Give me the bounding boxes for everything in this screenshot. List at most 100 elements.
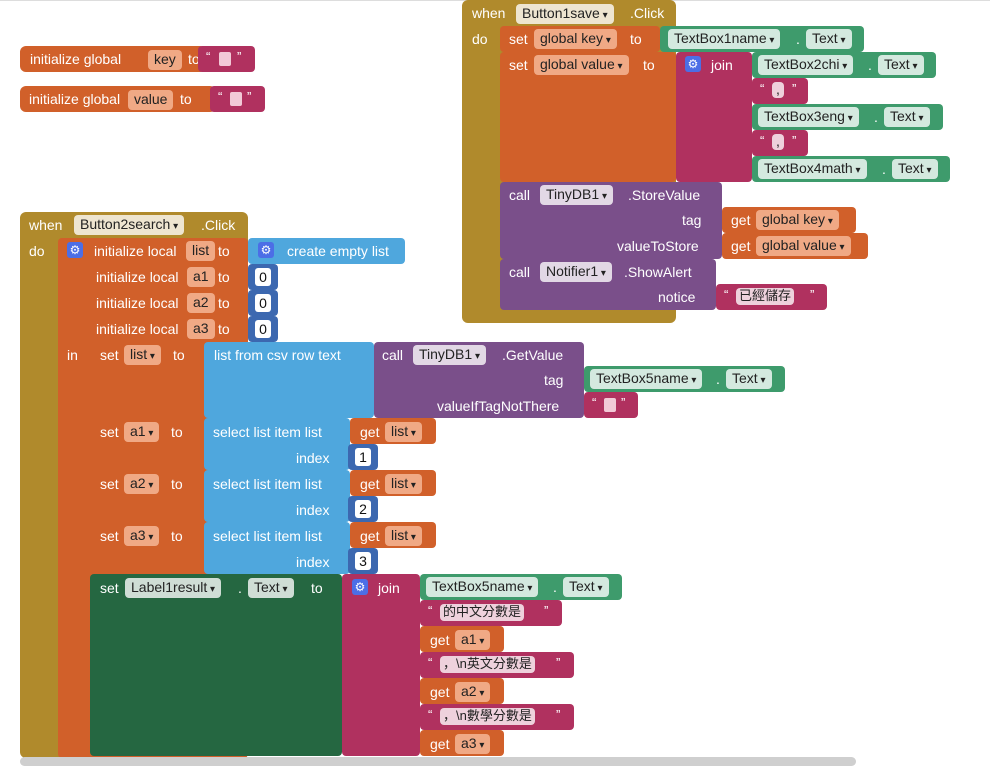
string-value[interactable]: 已經儲存 [736, 288, 795, 305]
create-empty-list-block[interactable] [248, 238, 405, 264]
horizontal-scrollbar[interactable] [20, 757, 856, 766]
component-dropdown[interactable]: Notifier1 [540, 262, 612, 282]
component-dropdown[interactable]: TextBox5name [590, 369, 703, 389]
gear-icon[interactable]: ⚙ [352, 579, 368, 595]
var-dropdown[interactable]: global value [534, 55, 629, 75]
empty-text-field[interactable] [219, 52, 231, 66]
property-dropdown[interactable]: Text [563, 577, 609, 597]
set-label: set [509, 31, 528, 47]
call-label: call [382, 347, 404, 363]
to-label: to [630, 31, 642, 47]
get-label: get [731, 212, 751, 228]
component-dropdown[interactable]: TextBox3eng [758, 107, 859, 127]
quote-open: “ [428, 603, 433, 618]
quote-open: “ [206, 49, 211, 64]
init-global-value-block[interactable]: initialize global value to [20, 86, 216, 112]
empty-text-field[interactable] [604, 398, 616, 412]
local-name-a3[interactable]: a3 [187, 319, 215, 339]
property-dropdown[interactable]: Text [726, 369, 772, 389]
component-dropdown[interactable]: TextBox4math [758, 159, 867, 179]
number-value[interactable]: 1 [355, 448, 371, 466]
component-dropdown[interactable]: Label1result [125, 578, 222, 598]
component-dropdown[interactable]: Button2search [74, 215, 185, 235]
component-dropdown[interactable]: TinyDB1 [540, 185, 613, 205]
local-name-a2[interactable]: a2 [187, 293, 215, 313]
var-name-value[interactable]: value [128, 90, 174, 110]
init-local-label: initialize local [94, 243, 177, 259]
join-block[interactable] [676, 52, 752, 182]
init-local-label: initialize local [96, 321, 179, 337]
string-value[interactable]: 的中文分數是 [440, 604, 525, 621]
select-list-item-block[interactable] [204, 522, 350, 574]
empty-string-block[interactable]: “ ” [210, 86, 265, 112]
var-dropdown[interactable]: list [385, 474, 422, 494]
property-dropdown[interactable]: Text [248, 578, 294, 598]
property-dropdown[interactable]: Text [806, 29, 852, 49]
component-dropdown[interactable]: TextBox1name [668, 29, 781, 49]
dot-label: . [868, 57, 872, 73]
notice-label: notice [658, 289, 696, 305]
component-dropdown[interactable]: TinyDB1 [413, 345, 486, 365]
empty-string-block[interactable]: “ ” [198, 46, 255, 72]
get-label: get [360, 476, 380, 492]
number-value[interactable]: 3 [355, 552, 371, 570]
var-dropdown[interactable]: a1 [455, 630, 491, 650]
event-name-label: .Click [201, 217, 236, 233]
var-dropdown[interactable]: list [385, 422, 422, 442]
var-dropdown[interactable]: a2 [455, 682, 491, 702]
get-label: get [731, 238, 751, 254]
var-dropdown[interactable]: global key [756, 210, 839, 230]
quote-close: ” [247, 89, 252, 104]
var-dropdown[interactable]: a1 [124, 422, 160, 442]
dot-label: . [553, 579, 557, 595]
gear-icon[interactable]: ⚙ [67, 242, 83, 258]
to-label: to [171, 476, 183, 492]
var-name-key[interactable]: key [148, 50, 182, 70]
string-value[interactable]: ，\n數學分數是 [440, 708, 535, 725]
create-empty-list-label: create empty list [287, 243, 389, 259]
component-dropdown[interactable]: TextBox5name [426, 577, 539, 597]
var-dropdown[interactable]: list [124, 345, 161, 365]
select-list-item-block[interactable] [204, 418, 350, 470]
var-dropdown[interactable]: global key [534, 29, 617, 49]
var-dropdown[interactable]: a3 [455, 734, 491, 754]
property-dropdown[interactable]: Text [878, 55, 924, 75]
number-value[interactable]: 0 [255, 268, 271, 286]
var-dropdown[interactable]: list [385, 526, 422, 546]
dot-label: . [796, 31, 800, 47]
string-value[interactable]: , [772, 134, 784, 150]
set-label: set [100, 347, 119, 363]
local-name-a1[interactable]: a1 [187, 267, 215, 287]
string-value[interactable]: ，\n英文分數是 [440, 656, 535, 673]
number-value[interactable]: 0 [255, 320, 271, 338]
var-dropdown[interactable]: global value [756, 236, 851, 256]
property-dropdown[interactable]: Text [884, 107, 930, 127]
gear-icon[interactable]: ⚙ [685, 56, 701, 72]
get-label: get [430, 632, 450, 648]
dot-label: . [882, 161, 886, 177]
index-label: index [296, 450, 330, 466]
join-block[interactable] [342, 574, 420, 756]
select-list-item-block[interactable] [204, 470, 350, 522]
list-from-csv-row-block[interactable] [204, 342, 374, 418]
string-value[interactable]: , [772, 82, 784, 98]
var-dropdown[interactable]: a3 [124, 526, 160, 546]
init-local-label: initialize local [96, 269, 179, 285]
component-dropdown[interactable]: TextBox2chi [758, 55, 854, 75]
quote-open: “ [724, 287, 729, 302]
quote-close: ” [544, 603, 549, 618]
set-label1result-text-block[interactable] [90, 574, 342, 756]
set-label: set [509, 57, 528, 73]
var-dropdown[interactable]: a2 [124, 474, 160, 494]
local-name-list[interactable]: list [186, 241, 216, 261]
set-label: set [100, 528, 119, 544]
init-global-key-block[interactable]: initialize global key to [20, 46, 206, 72]
init-global-label: initialize global [30, 51, 122, 67]
property-dropdown[interactable]: Text [892, 159, 938, 179]
component-dropdown[interactable]: Button1save [516, 4, 614, 24]
number-value[interactable]: 2 [355, 500, 371, 518]
quote-close: ” [556, 707, 561, 722]
empty-text-field[interactable] [230, 92, 242, 106]
gear-icon[interactable]: ⚙ [258, 242, 274, 258]
number-value[interactable]: 0 [255, 294, 271, 312]
